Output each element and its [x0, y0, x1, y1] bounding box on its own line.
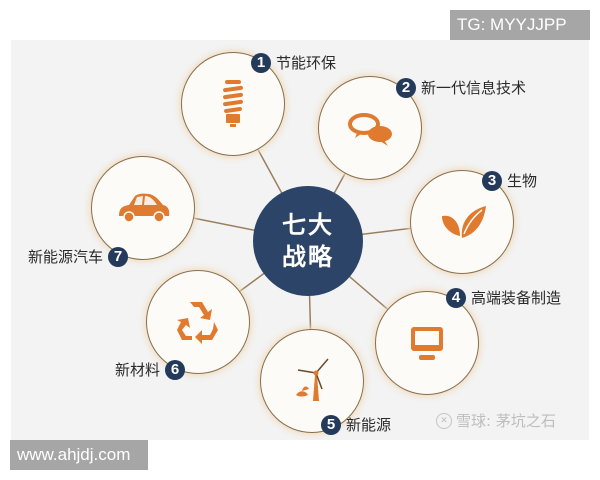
node-nev — [91, 156, 195, 260]
number-badge: 4 — [446, 287, 466, 308]
label-text: 节能环保 — [276, 54, 337, 72]
node-new-materials — [146, 270, 250, 374]
node-high-end-equipment — [375, 291, 479, 395]
hub-title-line2: 战略 — [282, 243, 334, 271]
number-badge: 6 — [165, 359, 186, 380]
label-text: 新能源汽车 — [28, 248, 104, 266]
xueqiu-watermark-text: 雪球: 茅坑之石 — [456, 412, 556, 430]
label-text: 新一代信息技术 — [421, 79, 527, 97]
recycle-icon — [177, 302, 218, 344]
light-bulb-icon — [223, 80, 243, 127]
chat-bubbles-icon — [348, 113, 392, 146]
wind-turbine-icon — [296, 358, 329, 401]
website-watermark: www.ahjdj.com — [10, 440, 148, 470]
car-icon — [119, 193, 170, 223]
label-text: 新材料 — [115, 361, 161, 379]
monitor-icon — [411, 327, 443, 360]
label-4: 4 高端装备制造 — [446, 287, 561, 308]
label-text: 新能源 — [346, 416, 392, 434]
number-badge: 3 — [482, 170, 502, 191]
label-text: 生物 — [507, 172, 538, 190]
telegram-watermark: TG: MYYJJPP — [450, 10, 590, 40]
node-new-energy — [260, 329, 364, 433]
central-hub: 七大 战略 — [253, 186, 363, 296]
xueqiu-logo-icon: ✕ — [436, 412, 452, 429]
label-6: 6 新材料 — [115, 359, 186, 380]
number-badge: 2 — [396, 77, 416, 98]
hub-title-line1: 七大 — [282, 211, 334, 239]
number-badge: 1 — [251, 52, 271, 73]
number-badge: 5 — [321, 414, 341, 435]
label-text: 高端装备制造 — [471, 289, 562, 307]
leaves-icon — [442, 206, 486, 238]
label-2: 2 新一代信息技术 — [396, 77, 526, 98]
label-1: 1 节能环保 — [251, 52, 336, 73]
label-5: 5 新能源 — [321, 414, 391, 435]
label-3: 3 生物 — [482, 170, 537, 191]
label-7: 7 新能源汽车 — [28, 246, 129, 267]
xueqiu-watermark: ✕ 雪球: 茅坑之石 — [436, 410, 556, 431]
number-badge: 7 — [108, 246, 129, 267]
